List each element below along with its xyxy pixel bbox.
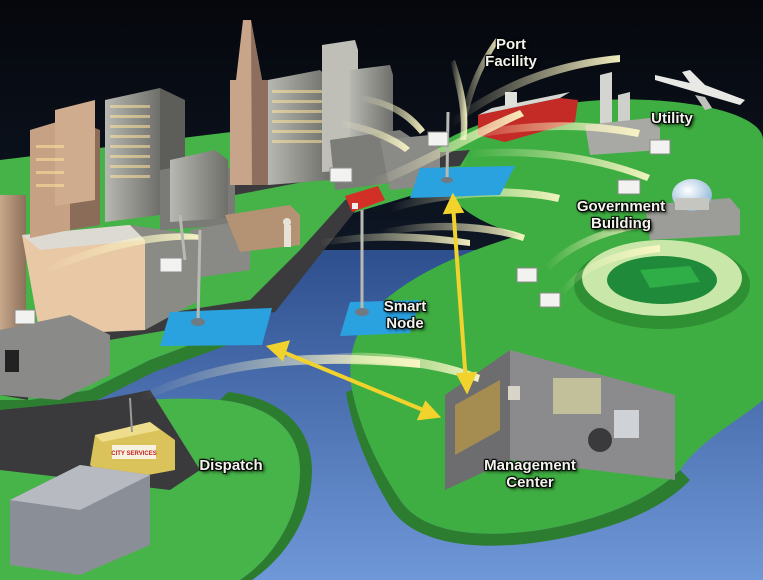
label-management-center: Management Center xyxy=(470,457,590,491)
ship-deck xyxy=(478,92,570,115)
label-port-line1: Port xyxy=(496,36,526,53)
tan-tower-2 xyxy=(55,100,95,206)
label-management-line1: Management xyxy=(484,457,576,474)
tan-office-roof xyxy=(22,225,145,250)
tan-office-block xyxy=(22,225,145,335)
label-government-line2: Building xyxy=(591,215,651,232)
tower-center-1 xyxy=(268,70,330,185)
dispatch-van-sign-bg xyxy=(112,445,156,459)
pedestrian-head xyxy=(283,218,291,226)
airplane-wing xyxy=(695,95,712,110)
dispatch-land-edge xyxy=(220,392,312,580)
spire-tower-shade xyxy=(251,20,268,185)
ship-bridge xyxy=(505,92,517,106)
van-antenna xyxy=(129,397,133,433)
airplane xyxy=(655,70,745,105)
label-port-facility: Port Facility xyxy=(471,36,551,70)
label-dispatch: Dispatch xyxy=(186,457,276,474)
label-utility-line1: Utility xyxy=(651,110,693,127)
label-utility: Utility xyxy=(632,110,712,127)
label-government-building: Government Building xyxy=(556,198,686,232)
dispatch-van-sign: CITY SERVICES xyxy=(111,451,156,457)
fire-truck-window xyxy=(352,203,358,209)
mast-bases xyxy=(191,177,453,326)
stadium-pitch xyxy=(640,266,700,288)
label-smart-node-line2: Node xyxy=(386,315,424,332)
dispatch-van-roof xyxy=(95,422,160,442)
operator-figure xyxy=(588,428,612,452)
management-panel xyxy=(508,386,520,400)
node-pad-upper xyxy=(410,166,515,198)
link-arrows xyxy=(265,192,478,421)
label-dispatch-line1: Dispatch xyxy=(199,457,263,474)
node-pad-city xyxy=(160,308,272,346)
government-building xyxy=(645,198,740,240)
tan-low-block xyxy=(225,205,300,252)
government-colonnade xyxy=(675,198,709,210)
pedestrian xyxy=(284,225,291,247)
label-smart-node-line1: Smart xyxy=(383,298,427,315)
management-screen-left xyxy=(455,380,500,455)
grey-tower-3 xyxy=(170,150,228,222)
mesh-radio-units xyxy=(14,131,671,325)
label-government-line1: Government xyxy=(576,198,666,215)
low-building-left xyxy=(0,315,110,400)
label-smart-node: Smart Node xyxy=(370,298,440,332)
management-wall-back xyxy=(510,350,675,480)
garage-door xyxy=(5,350,19,372)
grey-hall xyxy=(130,225,200,330)
management-display-wall xyxy=(553,378,601,414)
dispatch-warehouse-roof xyxy=(10,465,150,510)
lit-windows xyxy=(36,90,322,187)
radio-masts xyxy=(178,111,450,323)
management-monitor xyxy=(614,410,639,438)
label-management-line2: Center xyxy=(506,474,554,491)
label-port-line2: Facility xyxy=(485,53,537,70)
